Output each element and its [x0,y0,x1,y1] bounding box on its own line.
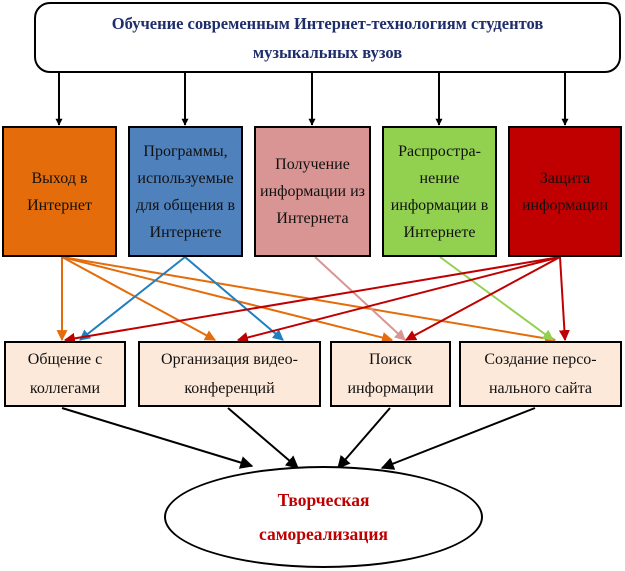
link-arrow-category-4-to-activity-4 [439,256,554,341]
activity-label: Поиск информации [347,351,434,397]
link-arrow-category-2-to-activity-2 [184,256,284,341]
link-arrow-category-1-to-activity-2 [61,256,216,341]
result-ellipse: Творческая самореализация [164,466,483,568]
activity-colleague-communication: Общение с коллегами [4,341,126,407]
activity-to-result-arrow-2 [227,407,299,469]
title-box: Обучение современным Интернет-технология… [34,2,621,73]
category-label: Защита информации [521,169,609,214]
category-label: Программы, используемые для общения в Ин… [135,142,236,241]
link-arrow-category-1-to-activity-3 [61,256,394,343]
category-information-security: Защита информации [508,126,622,257]
activity-video-conferences: Организация видео-конференций [138,341,321,407]
category-internet-access: Выход в Интернет [2,126,117,257]
link-arrow-category-3-to-activity-3 [314,256,406,341]
link-arrow-category-2-to-activity-1 [79,256,186,341]
result-label: Творческая самореализация [259,490,388,544]
activity-label: Организация видео-конференций [161,351,298,397]
activity-information-search: Поиск информации [330,341,451,407]
activity-to-result-arrow-1 [61,407,254,469]
activity-label: Создание персо-нального сайта [484,351,597,397]
category-label: Получение информации из Интернета [260,156,365,227]
link-arrow-category-5-to-activity-1 [63,256,561,344]
link-arrow-category-5-to-activity-4 [558,256,570,342]
activity-label: Общение с коллегами [27,351,103,397]
category-spreading-information: Распростра-нение информации в Интернете [382,126,497,257]
activity-personal-website: Создание персо-нального сайта [459,341,622,407]
category-label: Распростра-нение информации в Интернете [390,142,489,241]
diagram-title: Обучение современным Интернет-технология… [111,13,544,62]
category-getting-information: Получение информации из Интернета [254,126,371,257]
link-arrow-category-5-to-activity-2 [236,256,561,343]
category-communication-programs: Программы, используемые для общения в Ин… [128,126,243,257]
activity-to-result-arrow-3 [337,407,391,469]
activity-to-result-arrow-4 [380,407,536,470]
link-arrow-category-5-to-activity-3 [405,256,561,341]
category-label: Выход в Интернет [27,169,92,214]
